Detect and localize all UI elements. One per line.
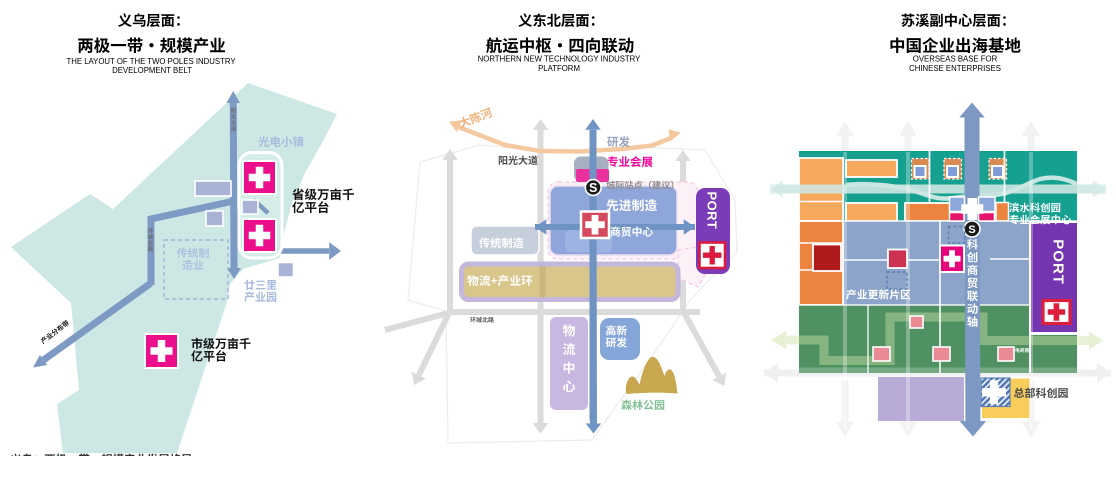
svg-text:S: S	[968, 224, 975, 236]
svg-text:DEVELOPMENT BELT: DEVELOPMENT BELT	[112, 66, 192, 75]
svg-text:OVERSEAS BASE FOR: OVERSEAS BASE FOR	[913, 55, 998, 64]
svg-text:PLATFORM: PLATFORM	[538, 64, 580, 73]
svg-text:S: S	[589, 181, 597, 195]
svg-text:PORT: PORT	[1050, 239, 1067, 285]
svg-text:THE LAYOUT OF THE TWO POLES IN: THE LAYOUT OF THE TWO POLES INDUSTRY	[66, 57, 236, 66]
svg-text:CHINESE ENTERPRISES: CHINESE ENTERPRISES	[909, 64, 1001, 73]
svg-text:NORTHERN NEW TECHNOLOGY INDUST: NORTHERN NEW TECHNOLOGY INDUSTRY	[478, 55, 642, 64]
svg-text:PORT: PORT	[705, 192, 720, 230]
